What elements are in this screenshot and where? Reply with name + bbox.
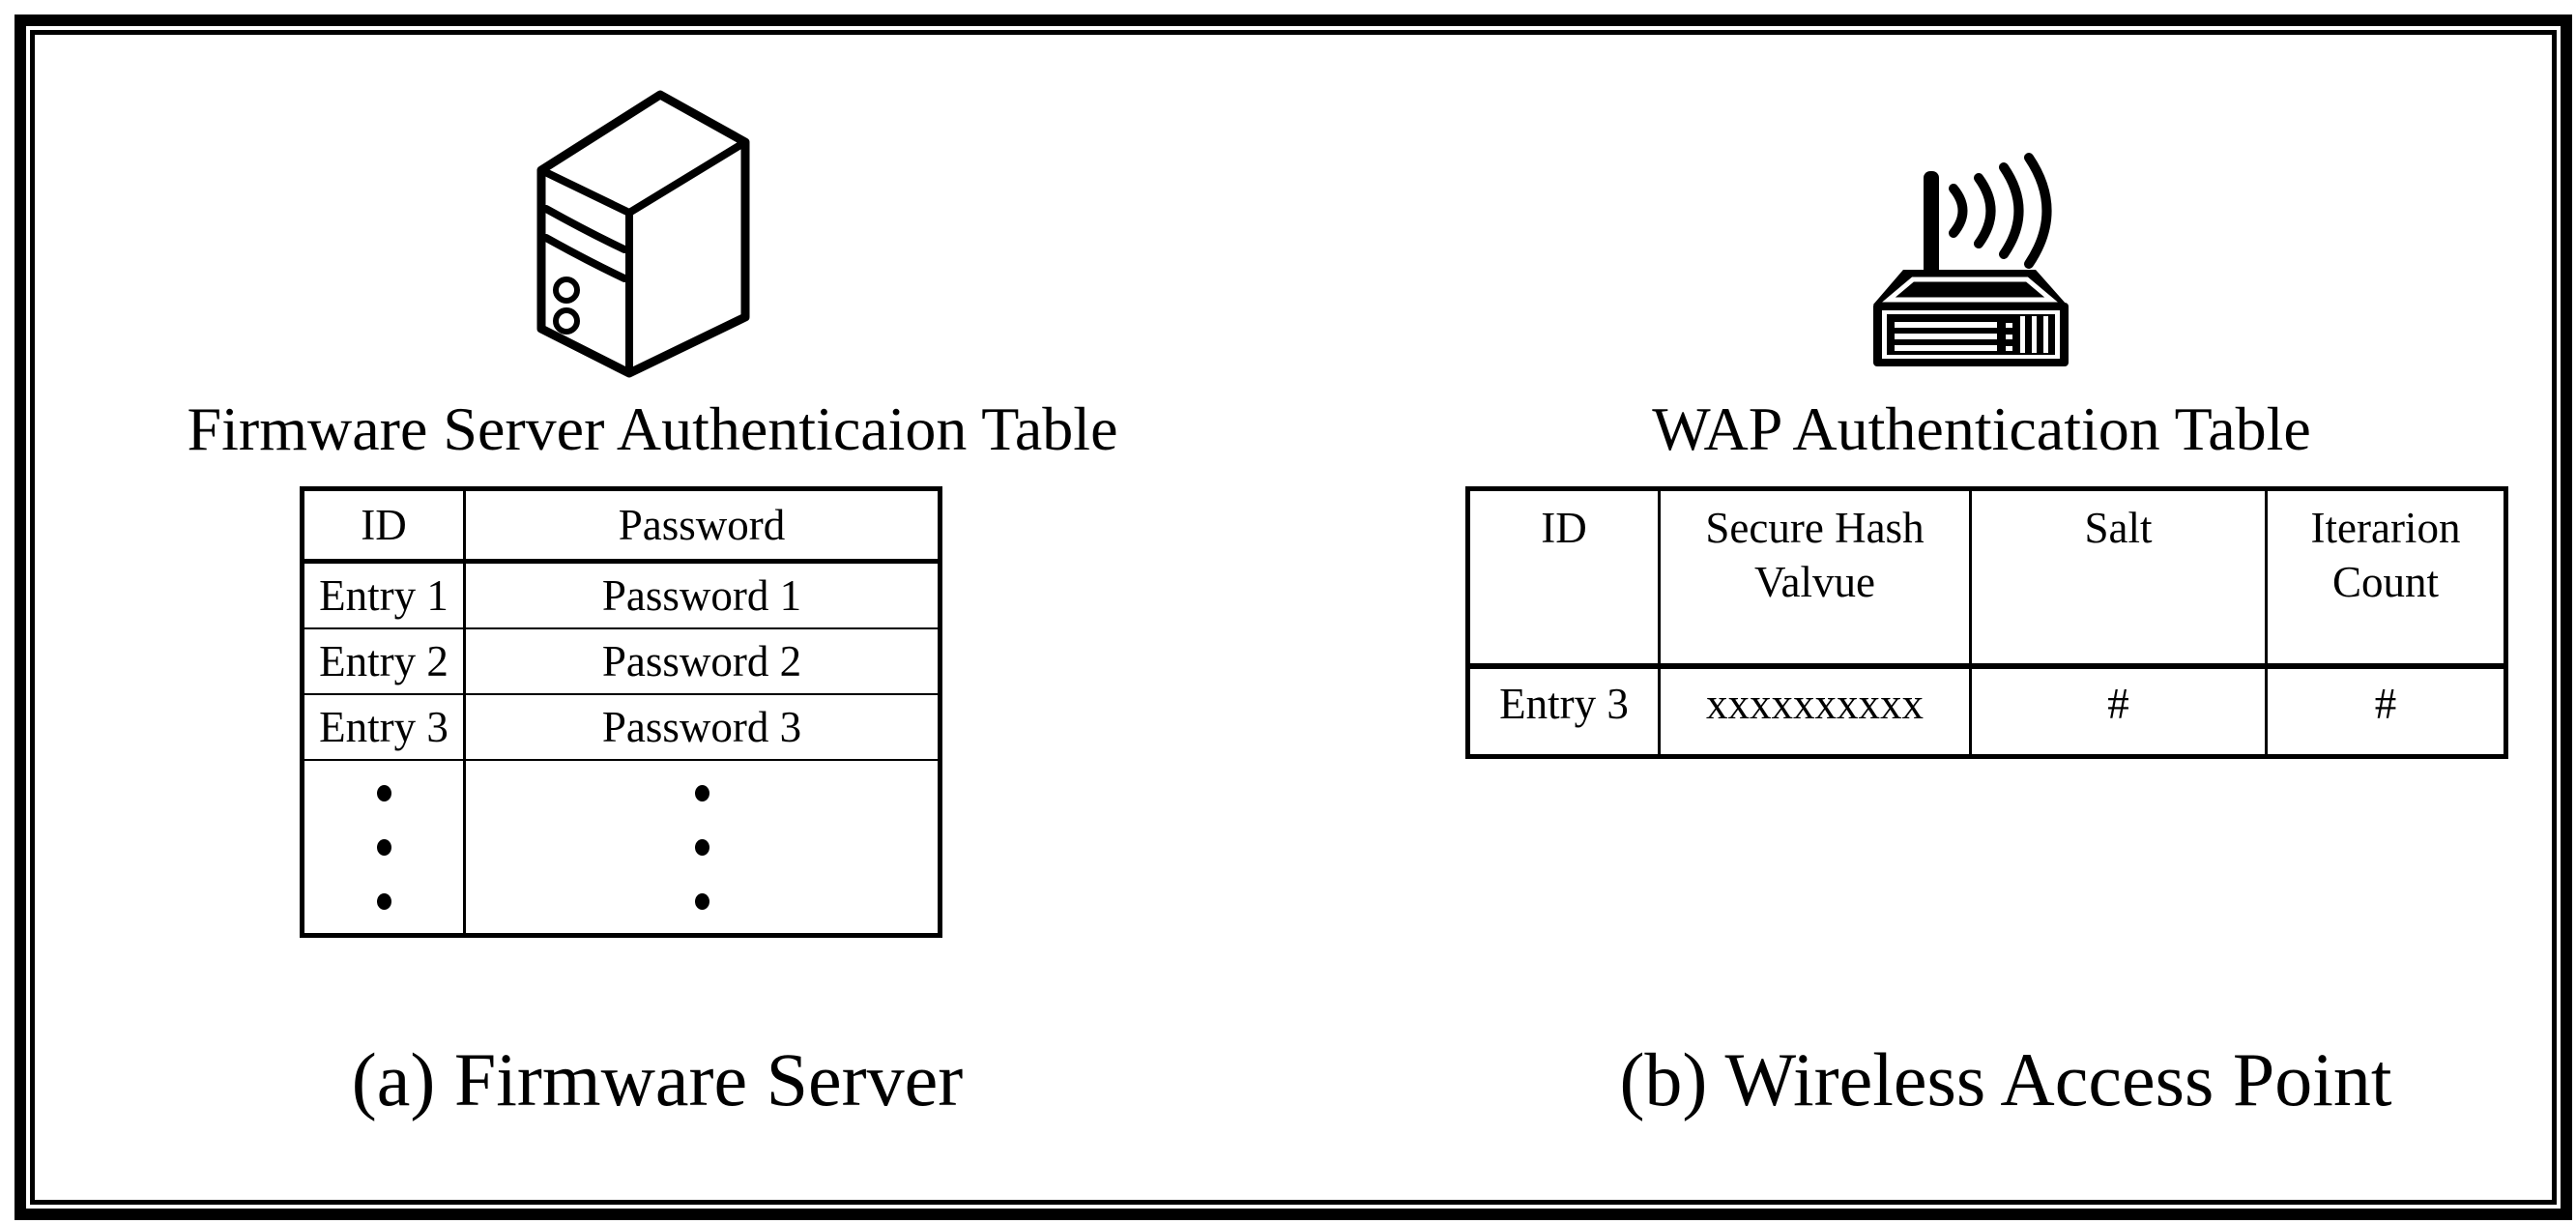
ellipsis-cell [301,759,466,937]
table-header-row: ID Password [301,487,941,564]
column-header-id: ID [1466,487,1661,669]
left-panel-caption: (a) Firmware Server [351,1037,964,1122]
column-header-salt: Salt [1969,487,2268,669]
column-header-secure-hash: Secure Hash Valvue [1658,487,1972,669]
cell-password: Password 3 [463,693,941,761]
wireless-access-point-icon [1830,138,2149,386]
cell-password: Password 1 [463,560,941,629]
cell-password: Password 2 [463,627,941,695]
cell-id: Entry 1 [301,560,466,629]
firmware-auth-table: ID Password Entry 1 Password 1 Entry 2 P… [300,486,942,938]
cell-hash-value: xxxxxxxxxx [1658,664,1972,758]
column-header-id: ID [301,487,466,564]
left-panel-title: Firmware Server Authenticaion Table [187,394,1118,463]
table-row: Entry 3 xxxxxxxxxx # # [1466,664,2507,758]
table-row: Entry 3 Password 3 [301,693,941,761]
outer-border-frame [14,15,2572,1220]
cell-id: Entry 3 [301,693,466,761]
right-panel-caption: (b) Wireless Access Point [1619,1037,2392,1122]
table-header-row: ID Secure Hash Valvue Salt Iterarion Cou… [1466,487,2507,669]
cell-iteration-count: # [2265,664,2507,758]
wifi-waves-icon [1949,153,2052,269]
column-header-iteration-count: Iterarion Count [2265,487,2507,669]
vertical-ellipsis-icon [474,784,930,910]
cell-id: Entry 2 [301,627,466,695]
vertical-ellipsis-icon [312,784,455,910]
right-panel-title: WAP Authentication Table [1652,394,2311,463]
ellipsis-row [301,759,941,937]
server-tower-icon [520,85,769,379]
wap-auth-table: ID Secure Hash Valvue Salt Iterarion Cou… [1465,486,2508,759]
inner-border-frame [30,30,2557,1205]
table-row: Entry 1 Password 1 [301,560,941,629]
column-header-password: Password [463,487,941,564]
ellipsis-cell [463,759,941,937]
table-row: Entry 2 Password 2 [301,627,941,695]
cell-salt: # [1969,664,2268,758]
cell-id: Entry 3 [1466,664,1661,758]
